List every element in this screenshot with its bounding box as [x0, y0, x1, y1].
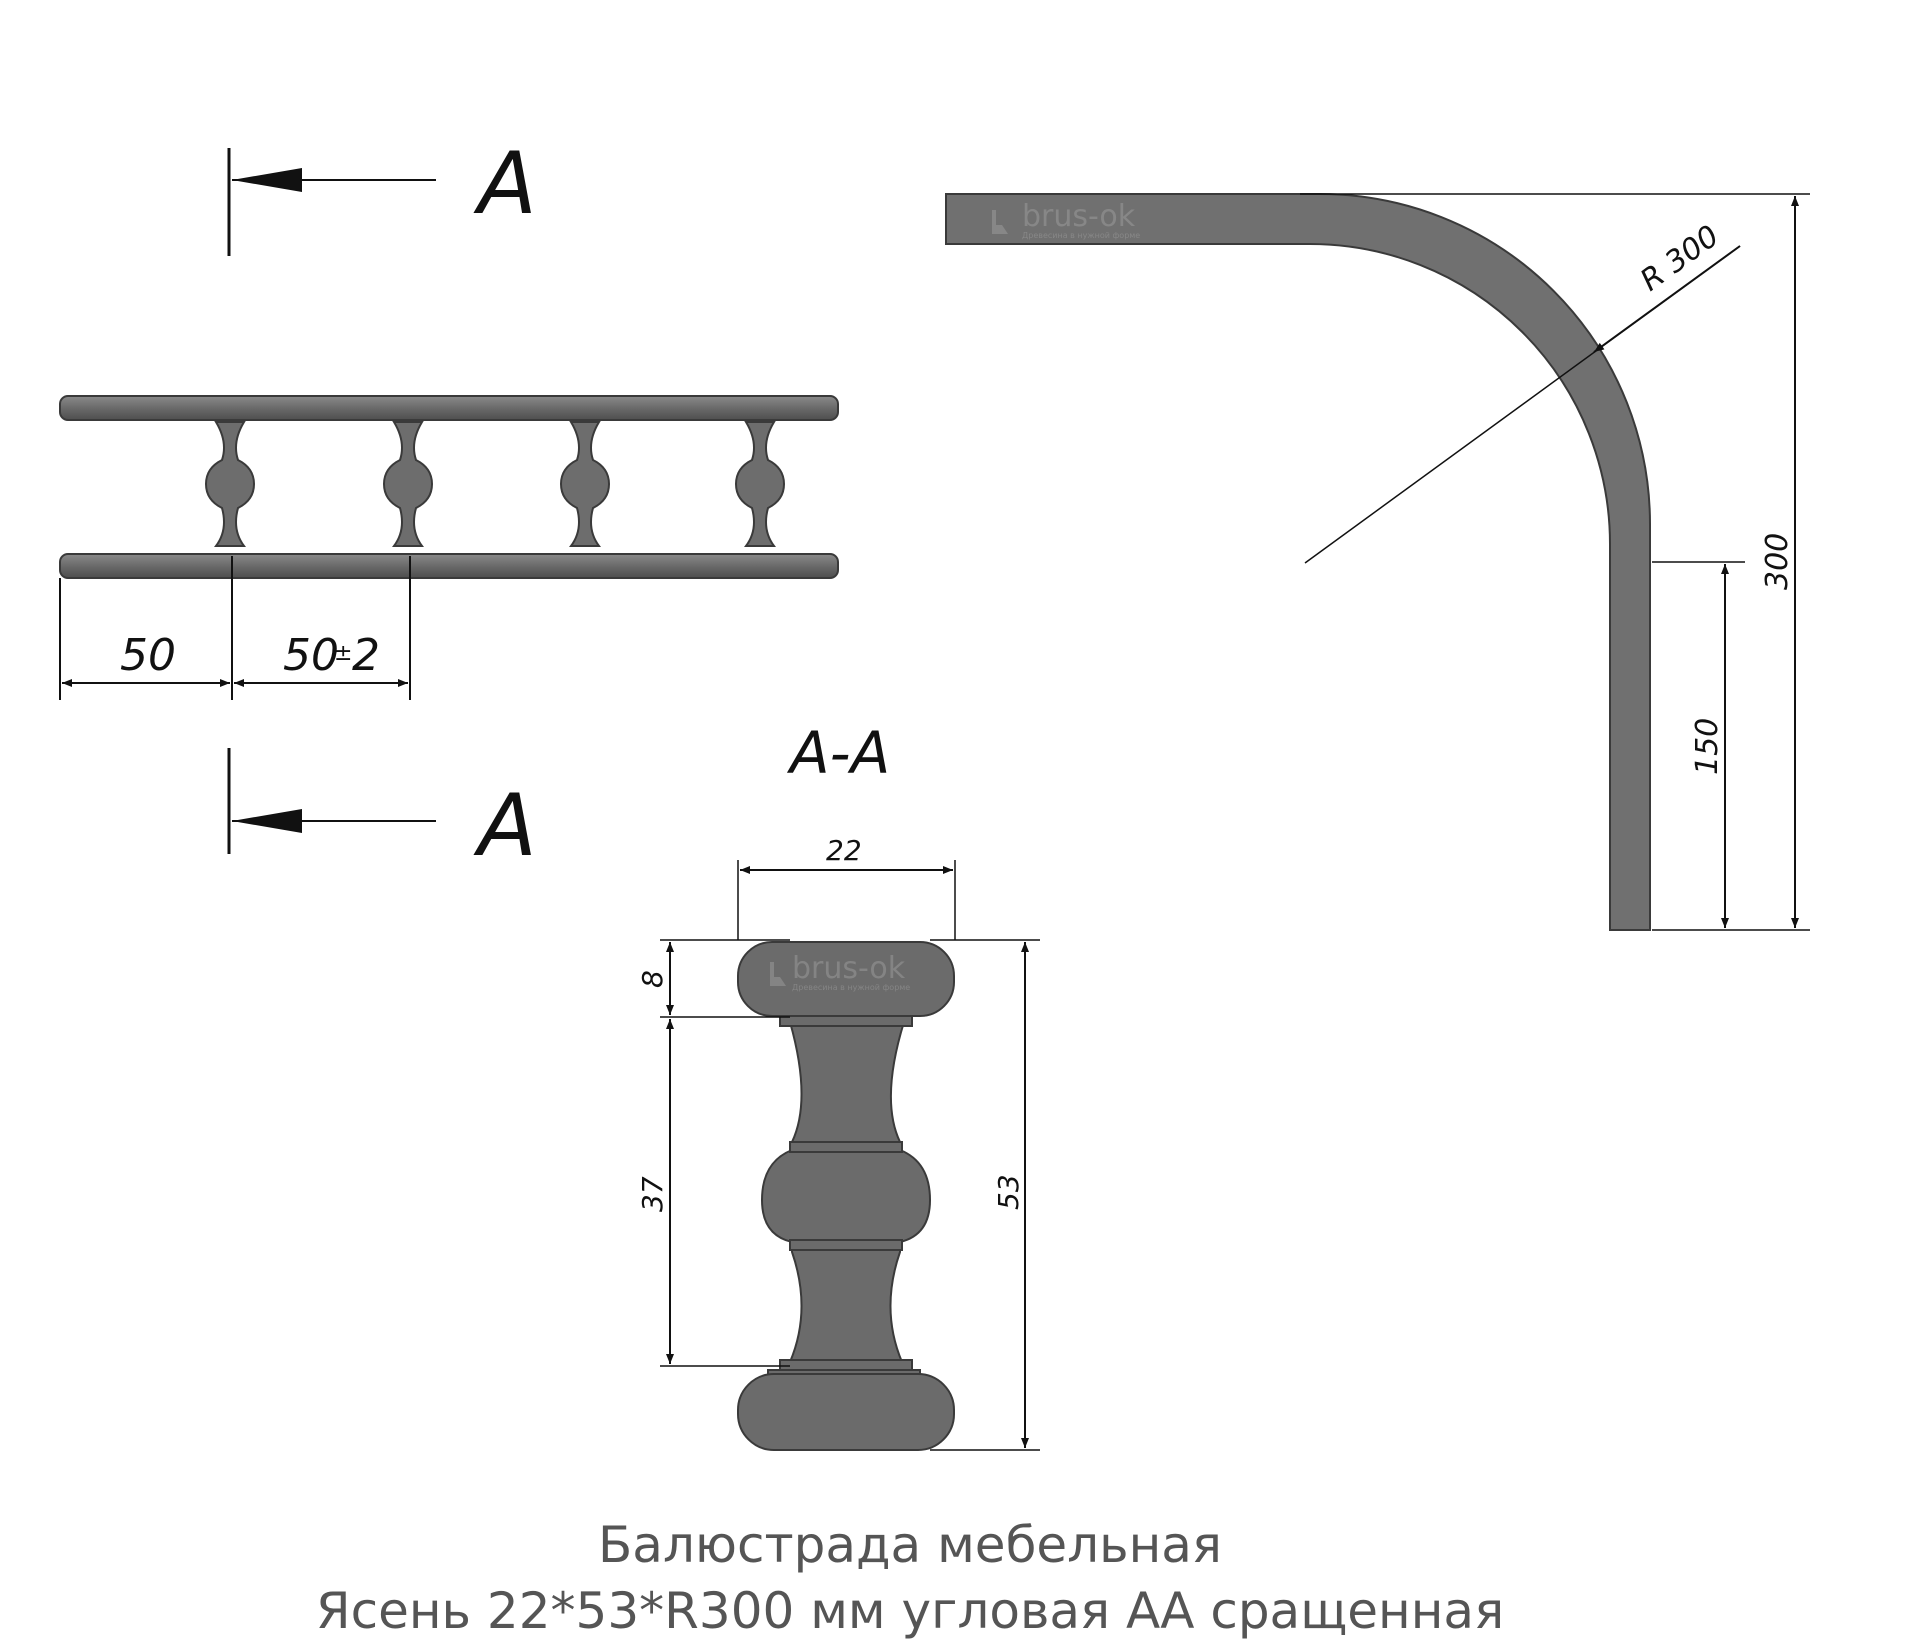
dim-label-radius: R 300 — [1634, 219, 1725, 299]
dim-label-tolerance-value: 2 — [352, 630, 380, 681]
corner-view: brus-ok Древесина в нужной форме 300 150… — [945, 193, 1810, 931]
dim-label-tolerance-sign: ± — [334, 641, 352, 666]
section-view: brus-ok Древесина в нужной форме 22 8 37… — [636, 834, 1040, 1451]
watermark-text: brus-ok — [792, 951, 906, 986]
baluster — [560, 421, 610, 547]
collar — [789, 1239, 903, 1251]
dim-label-50: 50 — [120, 630, 176, 681]
bottom-rail — [59, 553, 839, 579]
watermark-subtext: Древесина в нужной форме — [792, 983, 910, 992]
section-letter-top: A — [473, 134, 537, 234]
section-mark-top: A — [227, 134, 537, 256]
dim-label-50-base: 50 — [283, 630, 339, 681]
dim-label-37: 37 — [636, 1176, 669, 1212]
watermark-text: brus-ok — [1022, 199, 1136, 234]
dim-label-8: 8 — [636, 970, 669, 988]
dim-label-22: 22 — [826, 834, 862, 867]
section-body — [760, 1021, 932, 1363]
watermark-corner: brus-ok Древесина в нужной форме — [992, 199, 1140, 240]
radius-arrow — [1593, 245, 1741, 353]
baluster — [735, 421, 785, 547]
caption-line-2: Ясень 22*53*R300 мм угловая АА сращенная — [315, 1582, 1505, 1640]
collar — [779, 1015, 913, 1027]
dim-label-300: 300 — [1760, 533, 1795, 590]
arrow-head-icon — [232, 168, 302, 192]
logo-icon — [992, 210, 1008, 234]
caption-line-1: Балюстрада мебельная — [598, 1516, 1222, 1574]
logo-icon — [770, 962, 786, 986]
arrow-head-icon — [232, 809, 302, 833]
section-letter-bottom: A — [473, 776, 537, 876]
section-title: A-A — [786, 719, 890, 787]
baluster — [205, 421, 255, 547]
collar — [789, 1141, 903, 1153]
dim-label-150: 150 — [1690, 718, 1725, 775]
top-rail — [59, 395, 839, 421]
section-mark-bottom: A — [227, 748, 537, 876]
watermark-subtext: Древесина в нужной форме — [1022, 231, 1140, 240]
baluster — [383, 421, 433, 547]
curved-handrail — [945, 193, 1651, 931]
balustrade-front-view: 50 50 ± 2 — [59, 395, 839, 700]
collar — [779, 1359, 913, 1371]
section-bottom-cap — [737, 1373, 955, 1451]
watermark-section: brus-ok Древесина в нужной форме — [770, 951, 910, 992]
dim-label-53: 53 — [992, 1174, 1025, 1210]
